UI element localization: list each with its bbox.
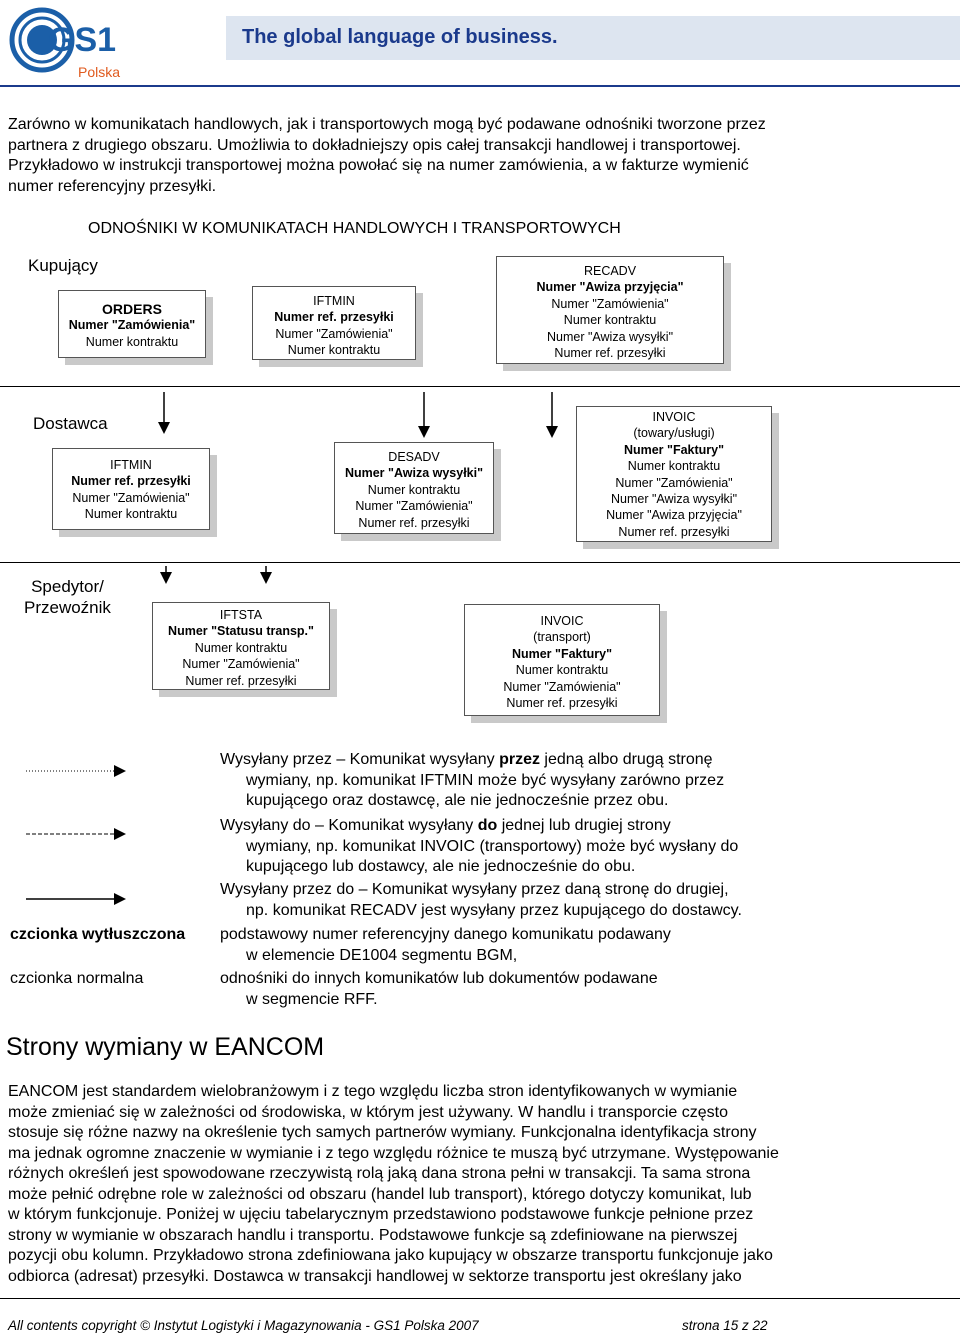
box-line: Numer "Zamówienia" — [72, 490, 190, 505]
box-line: Numer kontraktu — [84, 507, 178, 522]
lane-separator — [0, 562, 960, 563]
box-line: Numer ref. przesyłki — [71, 474, 191, 489]
arrow-down — [260, 566, 272, 584]
box-line: Numer "Zamówienia" — [68, 318, 196, 333]
box-line: Numer kontraktu — [367, 482, 461, 497]
box-line: Numer kontraktu — [515, 663, 609, 678]
legend-bold-label: czcionka wytłuszczona — [10, 926, 186, 943]
legend-dashed: Wysyłany do – Komunikat wysyłany do jedn… — [220, 817, 739, 875]
box-invoic-transport: INVOIC (transport) Numer "Faktury" Numer… — [464, 604, 660, 716]
box-line: RECADV — [583, 264, 637, 278]
box-line: Numer "Faktury" — [623, 442, 725, 457]
tagline: The global language of business. — [242, 26, 558, 48]
box-line: Numer "Awiza wysyłki" — [546, 329, 674, 344]
box-line: Numer "Statusu transp." — [168, 624, 314, 639]
legend-arrows — [26, 765, 126, 905]
box-line: Numer "Zamówienia" — [503, 679, 621, 694]
box-iftsta: IFTSTA Numer "Statusu transp." Numer kon… — [152, 602, 330, 690]
box-line: IFTSTA — [219, 608, 263, 622]
box-line: Numer "Zamówienia" — [355, 499, 473, 514]
logo-text: GS1 — [48, 21, 116, 59]
intro-paragraph: Zarówno w komunikatach handlowych, jak i… — [8, 115, 860, 197]
box-line: INVOIC — [540, 614, 584, 628]
dashed-arrow-icon — [26, 828, 126, 840]
box-line: Numer ref. przesyłki — [274, 310, 394, 325]
lane-supplier: Dostawca — [33, 414, 108, 433]
box-desadv: DESADV Numer "Awiza wysyłki" Numer kontr… — [334, 442, 494, 534]
box-line: (towary/usługi) — [633, 426, 715, 441]
box-line: INVOIC — [652, 410, 696, 424]
header-banner: The global language of business. — [226, 16, 960, 60]
box-invoic-goods: INVOIC (towary/usługi) Numer "Faktury" N… — [576, 406, 772, 542]
box-line: ORDERS — [102, 301, 162, 317]
box-line: Numer ref. przesyłki — [358, 515, 470, 530]
box-line: Numer "Awiza przyjęcia" — [606, 508, 742, 523]
lane-buyer: Kupujący — [28, 256, 98, 275]
box-line: Numer "Zamówienia" — [182, 657, 300, 672]
logo-subtext: Polska — [78, 64, 120, 80]
box-line: Numer ref. przesyłki — [618, 524, 730, 539]
header-rule — [0, 85, 960, 87]
box-line: Numer "Zamówienia" — [551, 296, 669, 311]
box-line: Numer ref. przesyłki — [185, 673, 297, 688]
legend-normal-text: odnośniki do innych komunikatów lub doku… — [220, 970, 658, 1008]
box-recadv: RECADV Numer "Awiza przyjęcia" Numer "Za… — [496, 256, 724, 364]
footer-rule — [0, 1298, 960, 1299]
arrow-down — [418, 392, 430, 438]
box-orders: ORDERS Numer "Zamówienia" Numer kontrakt… — [58, 290, 206, 358]
lane-label: Przewoźnik — [24, 598, 111, 617]
intro-line: Przykładowo w instrukcji transportowej m… — [8, 157, 749, 174]
arrow-down — [160, 566, 172, 584]
box-line: Numer "Zamówienia" — [275, 326, 393, 341]
solid-arrow-icon — [26, 893, 126, 905]
box-line: Numer "Awiza wysyłki" — [610, 492, 738, 507]
lane-forwarder: Spedytor/ Przewoźnik — [24, 576, 111, 618]
intro-line: numer referencyjny przesyłki. — [8, 177, 217, 195]
box-line: IFTMIN — [110, 458, 152, 472]
box-line: IFTMIN — [313, 294, 355, 308]
box-line: DESADV — [388, 450, 440, 464]
footer-copyright: All contents copyright © Instytut Logist… — [8, 1318, 479, 1333]
box-line: Numer "Faktury" — [511, 646, 613, 661]
gs1-logo: GS1 Polska — [6, 6, 126, 82]
box-line: Numer kontraktu — [287, 343, 381, 358]
intro-line: Zarówno w komunikatach handlowych, jak i… — [8, 116, 766, 133]
box-line: Numer "Awiza wysyłki" — [344, 466, 484, 481]
box-line: Numer kontraktu — [85, 334, 179, 349]
diagram-title: ODNOŚNIKI W KOMUNIKATACH HANDLOWYCH I TR… — [88, 220, 621, 237]
box-iftmin-supplier: IFTMIN Numer ref. przesyłki Numer "Zamów… — [52, 448, 210, 530]
box-line: Numer kontraktu — [627, 459, 721, 474]
lane-label: Spedytor/ — [31, 577, 104, 596]
intro-line: partnera z drugiego obszaru. Umożliwia t… — [8, 136, 741, 154]
section-heading: Strony wymiany w EANCOM — [6, 1033, 325, 1061]
box-line: Numer ref. przesyłki — [506, 696, 618, 711]
legend-solid: Wysyłany przez do – Komunikat wysyłany p… — [220, 881, 742, 919]
box-line: Numer ref. przesyłki — [554, 346, 666, 361]
box-line: Numer kontraktu — [563, 313, 657, 328]
box-line: Numer "Zamówienia" — [615, 475, 733, 490]
arrow-down — [546, 392, 558, 438]
legend-normal-label: czcionka normalna — [10, 970, 144, 987]
dotted-arrow-icon — [26, 765, 126, 777]
section-body: EANCOM jest standardem wielobranżowym i … — [8, 1083, 779, 1285]
box-line: Numer "Awiza przyjęcia" — [536, 280, 684, 295]
arrow-down — [158, 392, 170, 434]
lane-separator — [0, 386, 960, 387]
box-iftmin-buyer: IFTMIN Numer ref. przesyłki Numer "Zamów… — [252, 286, 416, 360]
page-number: strona 15 z 22 — [682, 1318, 768, 1333]
box-line: (transport) — [533, 630, 591, 645]
legend-dotted: Wysyłany przez – Komunikat wysyłany prze… — [220, 751, 725, 809]
box-line: Numer kontraktu — [194, 640, 288, 655]
legend-bold-text: podstawowy numer referencyjny danego kom… — [220, 926, 671, 964]
diagram-arrows — [158, 392, 558, 584]
